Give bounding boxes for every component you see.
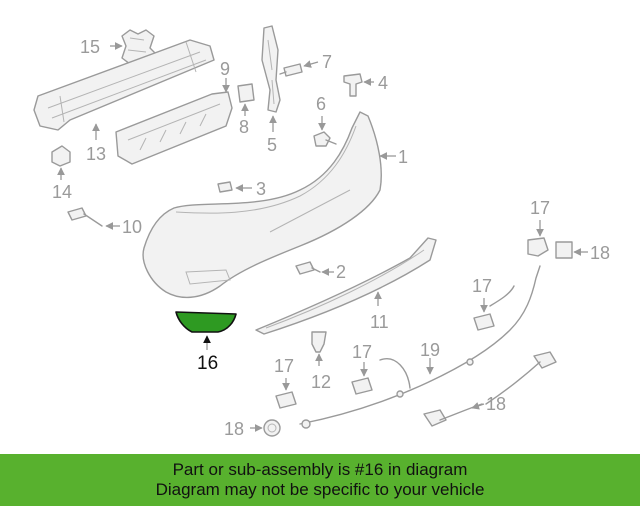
- callout-18b: 18: [224, 419, 244, 439]
- callout-10: 10: [122, 217, 142, 237]
- callout-14: 14: [52, 182, 72, 202]
- part-3-screw: [217, 181, 233, 193]
- part-7-screw: [279, 63, 303, 77]
- callout-3: 3: [256, 179, 266, 199]
- callout-4: 4: [378, 73, 388, 93]
- part-17-sensor-top: [527, 237, 549, 257]
- callout-13: 13: [86, 144, 106, 164]
- part-12-push-pin: [311, 331, 327, 353]
- callout-17b: 17: [472, 276, 492, 296]
- callout-15: 15: [80, 37, 100, 57]
- part-17-sensor-lower-left: [275, 391, 297, 409]
- part-2-clip: [295, 261, 321, 275]
- part-10-retainer: [67, 207, 103, 227]
- part-11-lower-valance: [255, 237, 437, 335]
- callout-18a: 18: [590, 243, 610, 263]
- parts-diagram: 15 13 9 8 5 7 4 6: [33, 25, 610, 439]
- part-8-pad: [237, 83, 255, 103]
- callout-9: 9: [220, 59, 230, 79]
- callout-8: 8: [239, 117, 249, 137]
- callout-19: 19: [420, 340, 440, 360]
- part-4-push-clip: [343, 73, 363, 97]
- part-info-banner: Part or sub-assembly is #16 in diagram D…: [0, 454, 640, 506]
- part-18-ring-lower-left: [263, 419, 281, 437]
- callout-17c: 17: [352, 342, 372, 362]
- leader-18c: [471, 402, 485, 410]
- leader-7: [303, 60, 319, 68]
- part-14-nut: [51, 145, 71, 167]
- callout-11: 11: [370, 312, 389, 332]
- banner-line-1: Part or sub-assembly is #16 in diagram: [172, 460, 468, 479]
- part-18-rings-right: [423, 351, 557, 427]
- callout-7: 7: [322, 52, 332, 72]
- banner-line-2: Diagram may not be specific to your vehi…: [155, 480, 485, 499]
- part-5-side-bracket: [261, 25, 281, 113]
- part-16-reflector: [175, 311, 237, 333]
- callout-6: 6: [316, 94, 326, 114]
- callout-2: 2: [336, 262, 346, 282]
- part-6-bolt: [313, 131, 337, 147]
- part-9-energy-absorber: [115, 91, 233, 165]
- part-18-housing-top: [555, 241, 573, 259]
- callout-18c: 18: [486, 394, 506, 414]
- callout-17a: 17: [530, 198, 550, 218]
- callout-5: 5: [267, 135, 277, 155]
- part-17-sensor-middle: [473, 313, 495, 331]
- part-17-sensor-lower-middle: [351, 377, 373, 395]
- callout-17d: 17: [274, 356, 294, 376]
- part-19-wiring-harness: [299, 265, 541, 429]
- callout-16: 16: [197, 353, 218, 374]
- callout-12: 12: [311, 372, 331, 392]
- part-1-bumper-cover: [142, 111, 382, 299]
- callout-1: 1: [398, 147, 408, 167]
- part-13-reinforcement-beam: [33, 39, 215, 131]
